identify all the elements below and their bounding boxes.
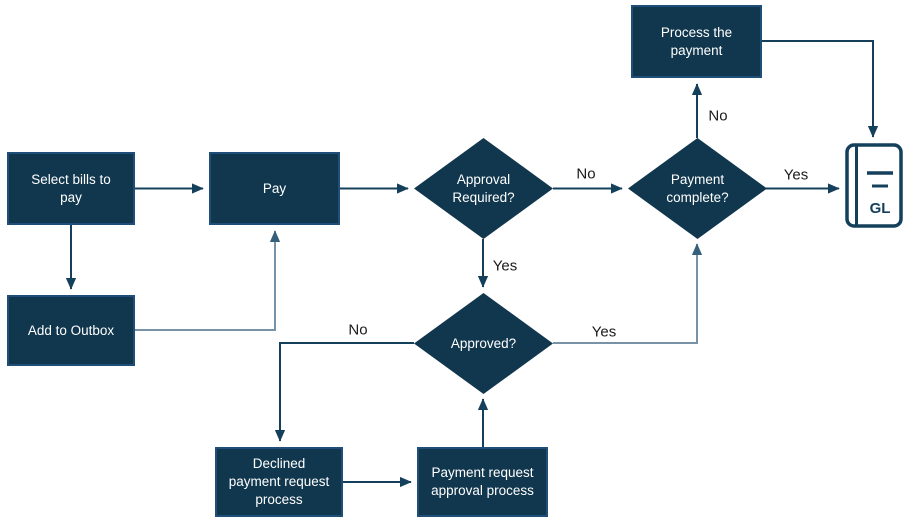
node-select-bills-to-pay: Select bills to pay [7, 152, 135, 225]
decision-label: Approved? [450, 335, 517, 351]
node-add-to-outbox: Add to Outbox [7, 295, 135, 366]
decision-label: Approval Required? [452, 171, 515, 205]
connector-process-to-gl [762, 40, 879, 138]
node-label: Add to Outbox [27, 322, 115, 338]
node-payment-request-approval-process: Payment request approval process [417, 447, 548, 517]
node-process-the-payment: Process the payment [631, 5, 762, 78]
node-declined-payment-request-process: Declined payment request process [215, 447, 343, 517]
connector-outbox-to-pay [135, 230, 281, 331]
node-pay: Pay [209, 152, 340, 225]
gl-label: GL [870, 200, 891, 217]
edge-label-yes: Yes [783, 166, 809, 184]
edge-label-no: No [708, 107, 728, 125]
edge-label-yes: Yes [591, 323, 617, 341]
node-label: Select bills to pay [31, 171, 111, 205]
gl-ledger-icon: GL [845, 143, 903, 228]
node-label: Process the payment [660, 24, 733, 58]
node-label: Payment request approval process [431, 465, 534, 498]
decision-label: Payment complete? [666, 171, 729, 205]
connector-approved-yes-to-payment-complete [553, 243, 703, 344]
node-label: Pay [262, 180, 287, 196]
edge-label-yes: Yes [492, 257, 518, 275]
node-label: Declined payment request process [228, 456, 330, 507]
edge-label-no: No [348, 321, 368, 339]
edge-label-no: No [576, 165, 596, 183]
connector-approved-no-to-declined [274, 342, 414, 442]
